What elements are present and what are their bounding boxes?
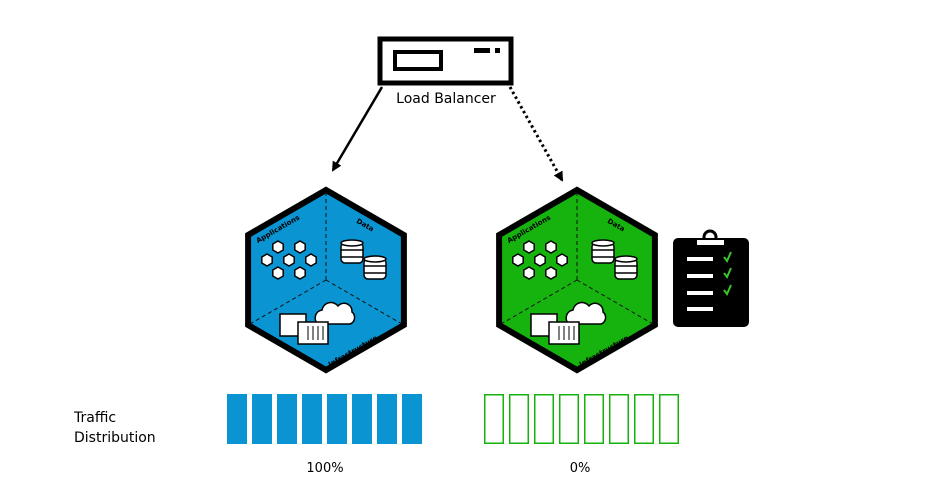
database-top — [363, 255, 387, 263]
traffic-bar — [509, 394, 529, 444]
traffic-bar — [352, 394, 372, 444]
traffic-bar — [327, 394, 347, 444]
divider — [249, 279, 327, 325]
traffic-bar — [227, 394, 247, 444]
traffic-bar — [484, 394, 504, 444]
app-hexagon — [283, 253, 295, 267]
database-top — [340, 239, 364, 247]
database-icon — [340, 239, 387, 280]
app-hexagon — [261, 253, 273, 267]
infrastructure-icon — [279, 301, 356, 345]
traffic-bar — [559, 394, 579, 444]
cloud-icon — [565, 301, 607, 325]
cloud-icon — [314, 301, 356, 325]
traffic-label-line2: Distribution — [74, 430, 156, 446]
app-hexagon — [545, 240, 557, 254]
traffic-bar — [252, 394, 272, 444]
app-hexagon — [512, 253, 524, 267]
load-balancer: Load Balancer — [377, 36, 514, 107]
divider — [325, 279, 403, 325]
app-hexagon — [294, 266, 306, 280]
database-top — [591, 239, 615, 247]
arrow-to-blue — [331, 86, 384, 172]
load-balancer-label: Load Balancer — [396, 91, 496, 107]
infrastructure-icon — [530, 301, 607, 345]
clipboard-checklist-icon — [673, 229, 749, 327]
traffic-label-line1: Traffic — [73, 410, 116, 426]
traffic-bar — [377, 394, 397, 444]
traffic-bar — [302, 394, 322, 444]
server-icon — [377, 36, 514, 86]
arrow-to-green-dotted — [508, 86, 564, 182]
traffic-bar — [584, 394, 604, 444]
app-hexagon — [294, 240, 306, 254]
traffic-bar — [609, 394, 629, 444]
traffic-bar — [634, 394, 654, 444]
database-icon — [591, 239, 638, 280]
app-hexagon — [545, 266, 557, 280]
app-hexagon — [523, 266, 535, 280]
app-hexagon — [272, 266, 284, 280]
app-hexagon — [556, 253, 568, 267]
divider — [500, 279, 578, 325]
traffic-bar — [534, 394, 554, 444]
app-hexagon — [523, 240, 535, 254]
database-top — [614, 255, 638, 263]
traffic-bar — [659, 394, 679, 444]
blue-traffic-percent: 100% — [306, 461, 343, 476]
traffic-bar — [402, 394, 422, 444]
applications-icon — [512, 240, 568, 280]
app-hexagon — [305, 253, 317, 267]
blue-traffic-bars — [227, 394, 422, 444]
divider — [576, 279, 654, 325]
traffic-bar — [277, 394, 297, 444]
green-traffic-percent: 0% — [570, 461, 591, 476]
app-hexagon — [272, 240, 284, 254]
app-hexagon — [534, 253, 546, 267]
applications-icon — [261, 240, 317, 280]
green-traffic-bars — [484, 394, 679, 444]
